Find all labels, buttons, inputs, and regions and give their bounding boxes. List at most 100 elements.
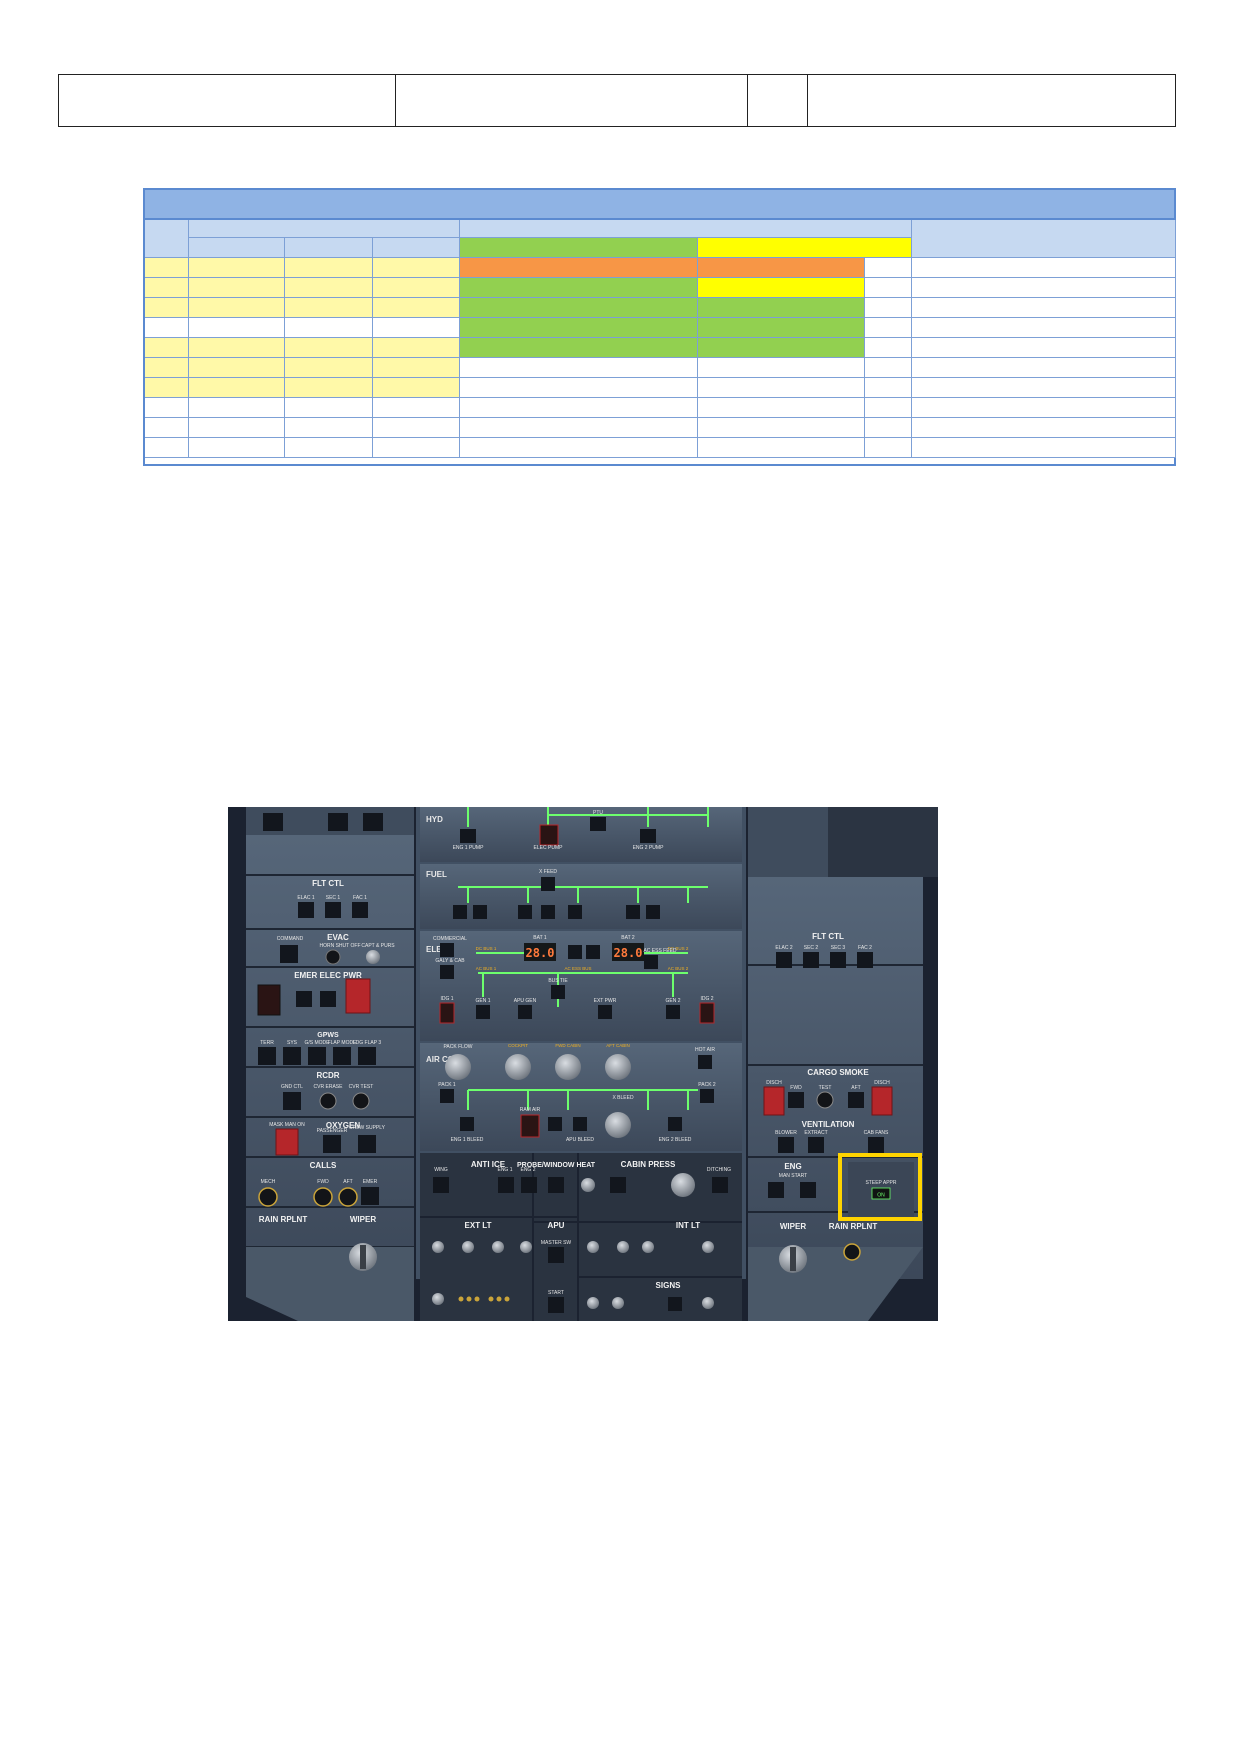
table-cell [912, 358, 1176, 378]
table-header-cell [912, 220, 1176, 258]
emer-label: EMER [363, 1179, 378, 1185]
mask-man-on-label: MASK MAN ON [269, 1122, 305, 1128]
battery2-display: 28.0 [614, 946, 643, 960]
disch-left-label: DISCH [766, 1080, 782, 1086]
table-cell [460, 358, 698, 378]
table-cell [912, 398, 1176, 418]
table-header-cell [698, 238, 912, 258]
probe-window-heat-label: PROBE/WINDOW HEAT [517, 1162, 596, 1169]
galy-cab-label: GALY & CAB [435, 958, 465, 964]
man-start-label: MAN START [779, 1173, 807, 1179]
table-cell [865, 318, 912, 338]
table-cell [460, 418, 698, 438]
hot-air-label: HOT AIR [695, 1047, 715, 1053]
table-header-cell [285, 238, 373, 258]
ac-bus1-label: AC BUS 1 [476, 966, 497, 971]
table-cell [912, 418, 1176, 438]
steep-appr-label: STEEP APPR [865, 1180, 896, 1186]
table-cell [460, 298, 698, 318]
gnd-ctl-label: GND CTL [281, 1084, 303, 1090]
blower-label: BLOWER [775, 1130, 797, 1136]
table-cell [145, 278, 189, 298]
table-cell [912, 298, 1176, 318]
eng2-pump-label: ENG 2 PUMP [633, 845, 665, 851]
ventilation-label: VENTILATION [802, 1120, 855, 1129]
table-header-cell [373, 238, 460, 258]
table-cell [189, 398, 285, 418]
table-header-cell [189, 238, 285, 258]
int-lt-label: INT LT [676, 1221, 700, 1230]
ext-pwr-label: EXT PWR [594, 998, 617, 1004]
sec3-label: SEC 3 [831, 945, 846, 951]
emer-elec-pwr-label: EMER ELEC PWR [294, 971, 362, 980]
cab-fans-label: CAB FANS [864, 1130, 889, 1136]
table-cell [145, 378, 189, 398]
central-panel-column [416, 807, 746, 1321]
disch-right-label: DISCH [874, 1080, 890, 1086]
ext-lt-label: EXT LT [465, 1221, 492, 1230]
table-cell [373, 418, 460, 438]
header-cell-1 [59, 75, 396, 126]
horn-shut-off-label: HORN SHUT OFF [319, 943, 360, 949]
table-cell [145, 298, 189, 318]
eng1-pump-label: ENG 1 PUMP [453, 845, 485, 851]
wing-label: WING [434, 1167, 448, 1173]
sec1-label: SEC 1 [326, 895, 341, 901]
cvr-erase-label: CVR ERASE [314, 1084, 344, 1090]
table-cell [373, 358, 460, 378]
table-cell [865, 298, 912, 318]
table-cell [145, 398, 189, 418]
x-feed-label: X FEED [539, 869, 557, 875]
sys-label: SYS [287, 1040, 298, 1046]
hyd-side-label: HYD [426, 815, 443, 824]
table-header-cell [145, 220, 189, 258]
header-cell-2 [396, 75, 748, 126]
table-cell [189, 338, 285, 358]
aft-label: AFT [343, 1179, 352, 1185]
table-cell [912, 378, 1176, 398]
right-panel-column [748, 807, 938, 1321]
cvr-test-label: CVR TEST [349, 1084, 374, 1090]
table-title-bar [145, 190, 1174, 220]
table-cell [373, 318, 460, 338]
header-cell-4 [808, 75, 1175, 126]
gs-mode-label: G/S MODE [304, 1040, 330, 1046]
fwd-label: FWD [317, 1179, 329, 1185]
pack-flow-label: PACK FLOW [443, 1044, 472, 1050]
eng-label: ENG [784, 1162, 801, 1171]
table-cell [189, 258, 285, 278]
table-cell [373, 378, 460, 398]
table-cell [373, 338, 460, 358]
aft-cabin-label: AFT CABIN [606, 1043, 629, 1048]
table-cell [189, 378, 285, 398]
eng2-label: ENG 2 [520, 1167, 535, 1173]
table-cell [373, 438, 460, 458]
table-cell [698, 278, 865, 298]
highlight-box [838, 1153, 922, 1221]
table-cell [189, 438, 285, 458]
idg2-label: IDG 2 [700, 996, 713, 1002]
table-cell [285, 418, 373, 438]
dc-bus2-label: DC BUS 2 [668, 946, 689, 951]
eng1-label: ENG 1 [497, 1167, 512, 1173]
cargo-test-label: TEST [819, 1085, 832, 1091]
ptu-label: PTU [593, 810, 603, 816]
table-cell [912, 258, 1176, 278]
table-cell [145, 358, 189, 378]
document-header-box [58, 74, 1176, 127]
table-cell [698, 418, 865, 438]
steep-appr-button[interactable] [871, 1187, 891, 1200]
battery1-display: 28.0 [526, 946, 555, 960]
table-cell [285, 338, 373, 358]
table-cell [189, 418, 285, 438]
table-cell [145, 438, 189, 458]
table-cell [460, 338, 698, 358]
table-cell [285, 298, 373, 318]
ac-ess-feed-label: AC ESS FEED [643, 948, 676, 954]
table-cell [189, 318, 285, 338]
header-cell-3 [748, 75, 808, 126]
passenger-label: PASSENGER [317, 1128, 348, 1134]
table-cell [698, 398, 865, 418]
crew-supply-label: CREW SUPPLY [349, 1125, 386, 1131]
cargo-smoke-label: CARGO SMOKE [807, 1068, 869, 1077]
